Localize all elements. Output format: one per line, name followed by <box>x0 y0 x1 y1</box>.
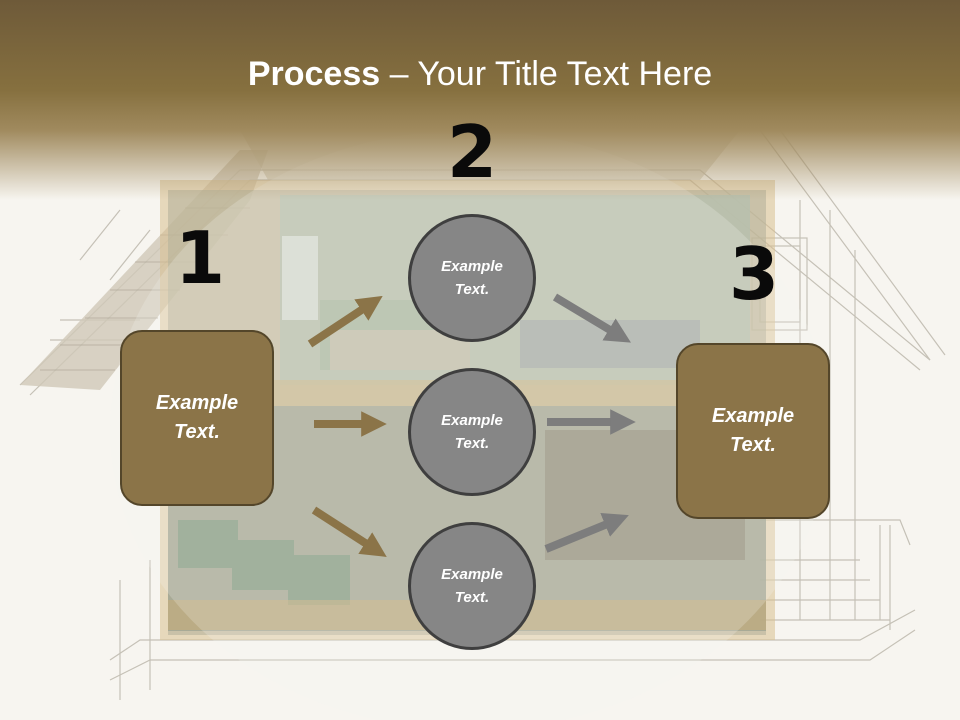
step-number-1: 1 <box>174 216 226 300</box>
step-number-3: 3 <box>728 232 780 316</box>
step-3-box: Example Text. <box>676 343 830 519</box>
step-2-circle-middle: Example Text. <box>408 368 536 496</box>
arrow-circle-top-to-box3 <box>552 293 631 343</box>
title-bold: Process <box>247 55 381 93</box>
arrow-box1-to-circle-top <box>307 295 383 348</box>
slide-title: Process – Your Title Text Here <box>0 52 960 96</box>
step-number-2: 2 <box>446 110 498 194</box>
arrow-box1-to-circle-bottom <box>311 506 387 557</box>
title-rest: – Your Title Text Here <box>380 55 713 93</box>
arrow-circle-bottom-to-box3 <box>544 512 629 553</box>
step-1-box: Example Text. <box>120 330 274 506</box>
step-2-circle-bottom: Example Text. <box>408 522 536 650</box>
step-2-circle-top: Example Text. <box>408 214 536 342</box>
title-banner <box>0 0 960 200</box>
